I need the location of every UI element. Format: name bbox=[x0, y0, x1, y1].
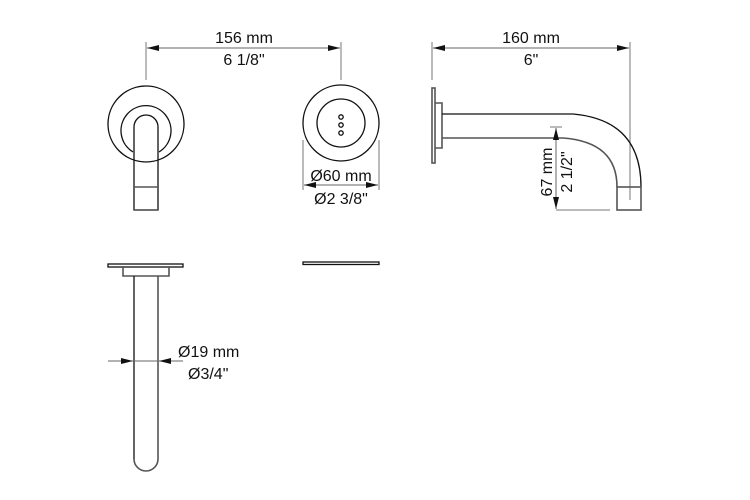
top-view-control-plate bbox=[302, 261, 380, 266]
dim-67-mm-label: 67 mm bbox=[539, 148, 556, 197]
front-view-control-plate bbox=[302, 84, 380, 162]
dimension-width-between-centers: 156 mm 6 1/8" bbox=[145, 30, 342, 80]
dim-60-mm-label: Ø60 mm bbox=[310, 168, 371, 185]
top-view-spout bbox=[107, 263, 184, 472]
dim-160-mm-label: 160 mm bbox=[502, 30, 560, 47]
dimension-pipe-diameter: Ø19 mm Ø3/4" bbox=[108, 344, 239, 383]
dim-60-inch-label: Ø2 3/8" bbox=[314, 191, 368, 208]
dim-19-mm-label: Ø19 mm bbox=[178, 344, 239, 361]
side-view-spout bbox=[431, 87, 642, 211]
dim-156-inch-label: 6 1/8" bbox=[223, 52, 264, 69]
dim-67-inch-label: 2 1/2" bbox=[559, 151, 576, 192]
dim-156-mm-label: 156 mm bbox=[215, 30, 273, 47]
dimension-plate-diameter: Ø60 mm Ø2 3/8" bbox=[302, 140, 380, 208]
indicator-dot-icon bbox=[338, 114, 344, 120]
indicator-dot-icon bbox=[338, 130, 344, 136]
dim-19-inch-label: Ø3/4" bbox=[188, 366, 228, 383]
dimension-spout-projection: 160 mm 6" bbox=[431, 30, 631, 200]
front-view-spout bbox=[107, 85, 185, 211]
dim-160-inch-label: 6" bbox=[524, 52, 539, 69]
indicator-dot-icon bbox=[338, 122, 344, 128]
dimension-spout-drop: 67 mm 2 1/2" bbox=[539, 126, 610, 211]
